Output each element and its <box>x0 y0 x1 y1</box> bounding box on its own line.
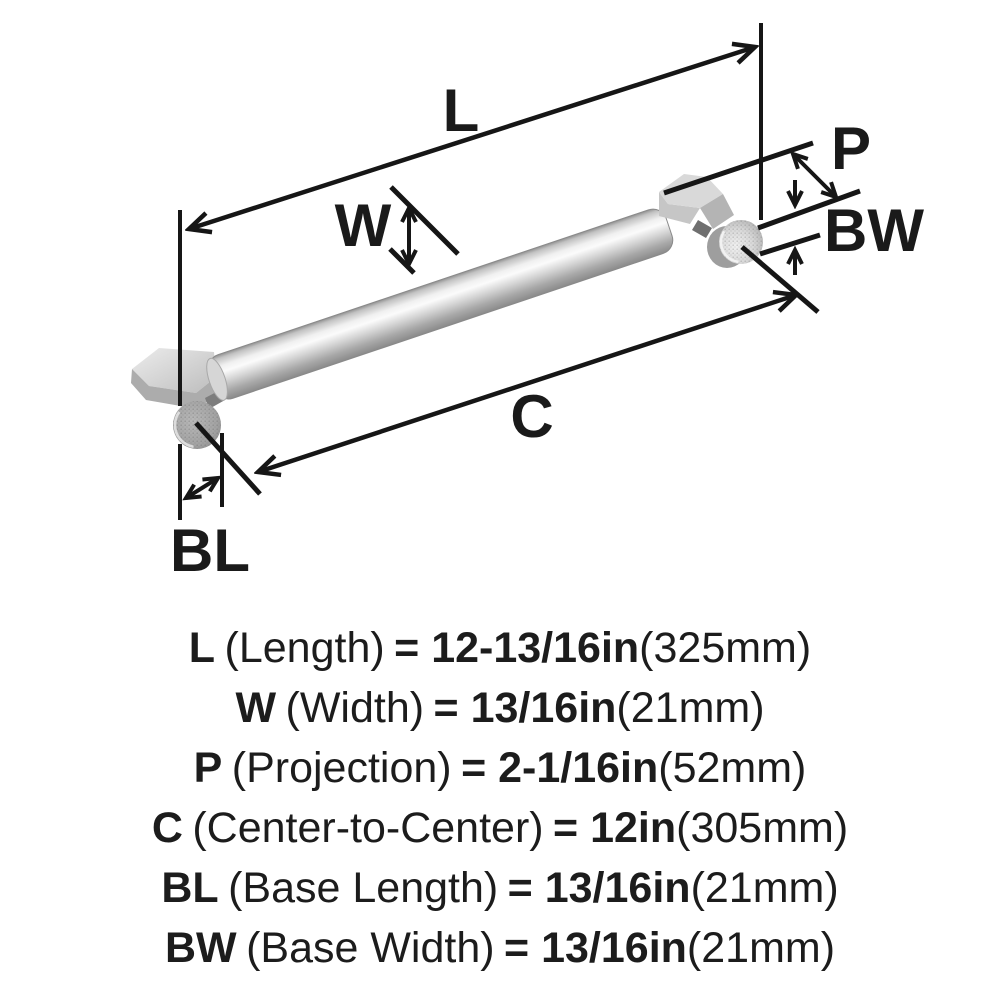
spec-value: = 12in <box>553 804 677 852</box>
dim-l-line <box>189 47 755 229</box>
label-base-length: BL <box>170 517 250 584</box>
spec-code: L <box>188 624 216 672</box>
dim-bw-line <box>759 232 821 257</box>
spec-value: = 2-1/16in <box>461 744 659 792</box>
spec-name: (Base Length) <box>228 864 499 912</box>
spec-metric: (325mm) <box>639 624 812 672</box>
spec-value: = 13/16in <box>507 864 691 912</box>
label-projection: P <box>831 115 871 182</box>
spec-name: (Length) <box>224 624 385 672</box>
dim-p-line-wall <box>757 188 861 231</box>
label-width: W <box>335 192 392 259</box>
spec-name: (Projection) <box>231 744 452 792</box>
spec-row-center-to-center: C(Center-to-Center)= 12in(305mm) <box>0 798 1000 858</box>
dim-p-line-handle-top <box>663 140 814 196</box>
spec-code: BW <box>164 924 237 972</box>
spec-row-base-length: BL(Base Length)= 13/16in(21mm) <box>0 858 1000 918</box>
handle-diagram-canvas: L W P BW C BL <box>131 23 924 584</box>
spec-metric: (305mm) <box>676 804 849 852</box>
spec-value: = 12-13/16in <box>394 624 640 672</box>
dimension-linework <box>178 23 861 520</box>
spec-code: P <box>193 744 223 792</box>
spec-code: C <box>151 804 183 852</box>
spec-code: W <box>235 684 277 732</box>
label-center-to-center: C <box>510 383 553 450</box>
dim-c-line <box>258 295 796 472</box>
spec-row-length: L(Length)= 12-13/16in(325mm) <box>0 618 1000 678</box>
spec-value: = 13/16in <box>504 924 687 972</box>
spec-metric: (21mm) <box>690 864 839 912</box>
dim-p-arrow <box>793 154 836 197</box>
spec-name: (Width) <box>285 684 425 732</box>
spec-name: (Center-to-Center) <box>192 804 544 852</box>
spec-row-base-width: BW(Base Width)= 13/16in(21mm) <box>0 918 1000 978</box>
spec-code: BL <box>161 864 219 912</box>
dim-c-tick-right <box>740 245 820 314</box>
spec-metric: (21mm) <box>616 684 765 732</box>
spec-value: = 13/16in <box>433 684 617 732</box>
spec-metric: (21mm) <box>686 924 836 972</box>
spec-row-width: W(Width)= 13/16in(21mm) <box>0 678 1000 738</box>
spec-list: L(Length)= 12-13/16in(325mm) W(Width)= 1… <box>0 618 1000 978</box>
dim-w-tick-upper <box>389 185 460 256</box>
label-base-width: BW <box>824 197 924 264</box>
dim-c-tick-left <box>194 421 262 496</box>
dim-bl-arrow <box>186 478 218 498</box>
spec-name: (Base Width) <box>246 924 495 972</box>
spec-row-projection: P(Projection)= 2-1/16in(52mm) <box>0 738 1000 798</box>
spec-metric: (52mm) <box>658 744 807 792</box>
label-length: L <box>443 77 480 144</box>
